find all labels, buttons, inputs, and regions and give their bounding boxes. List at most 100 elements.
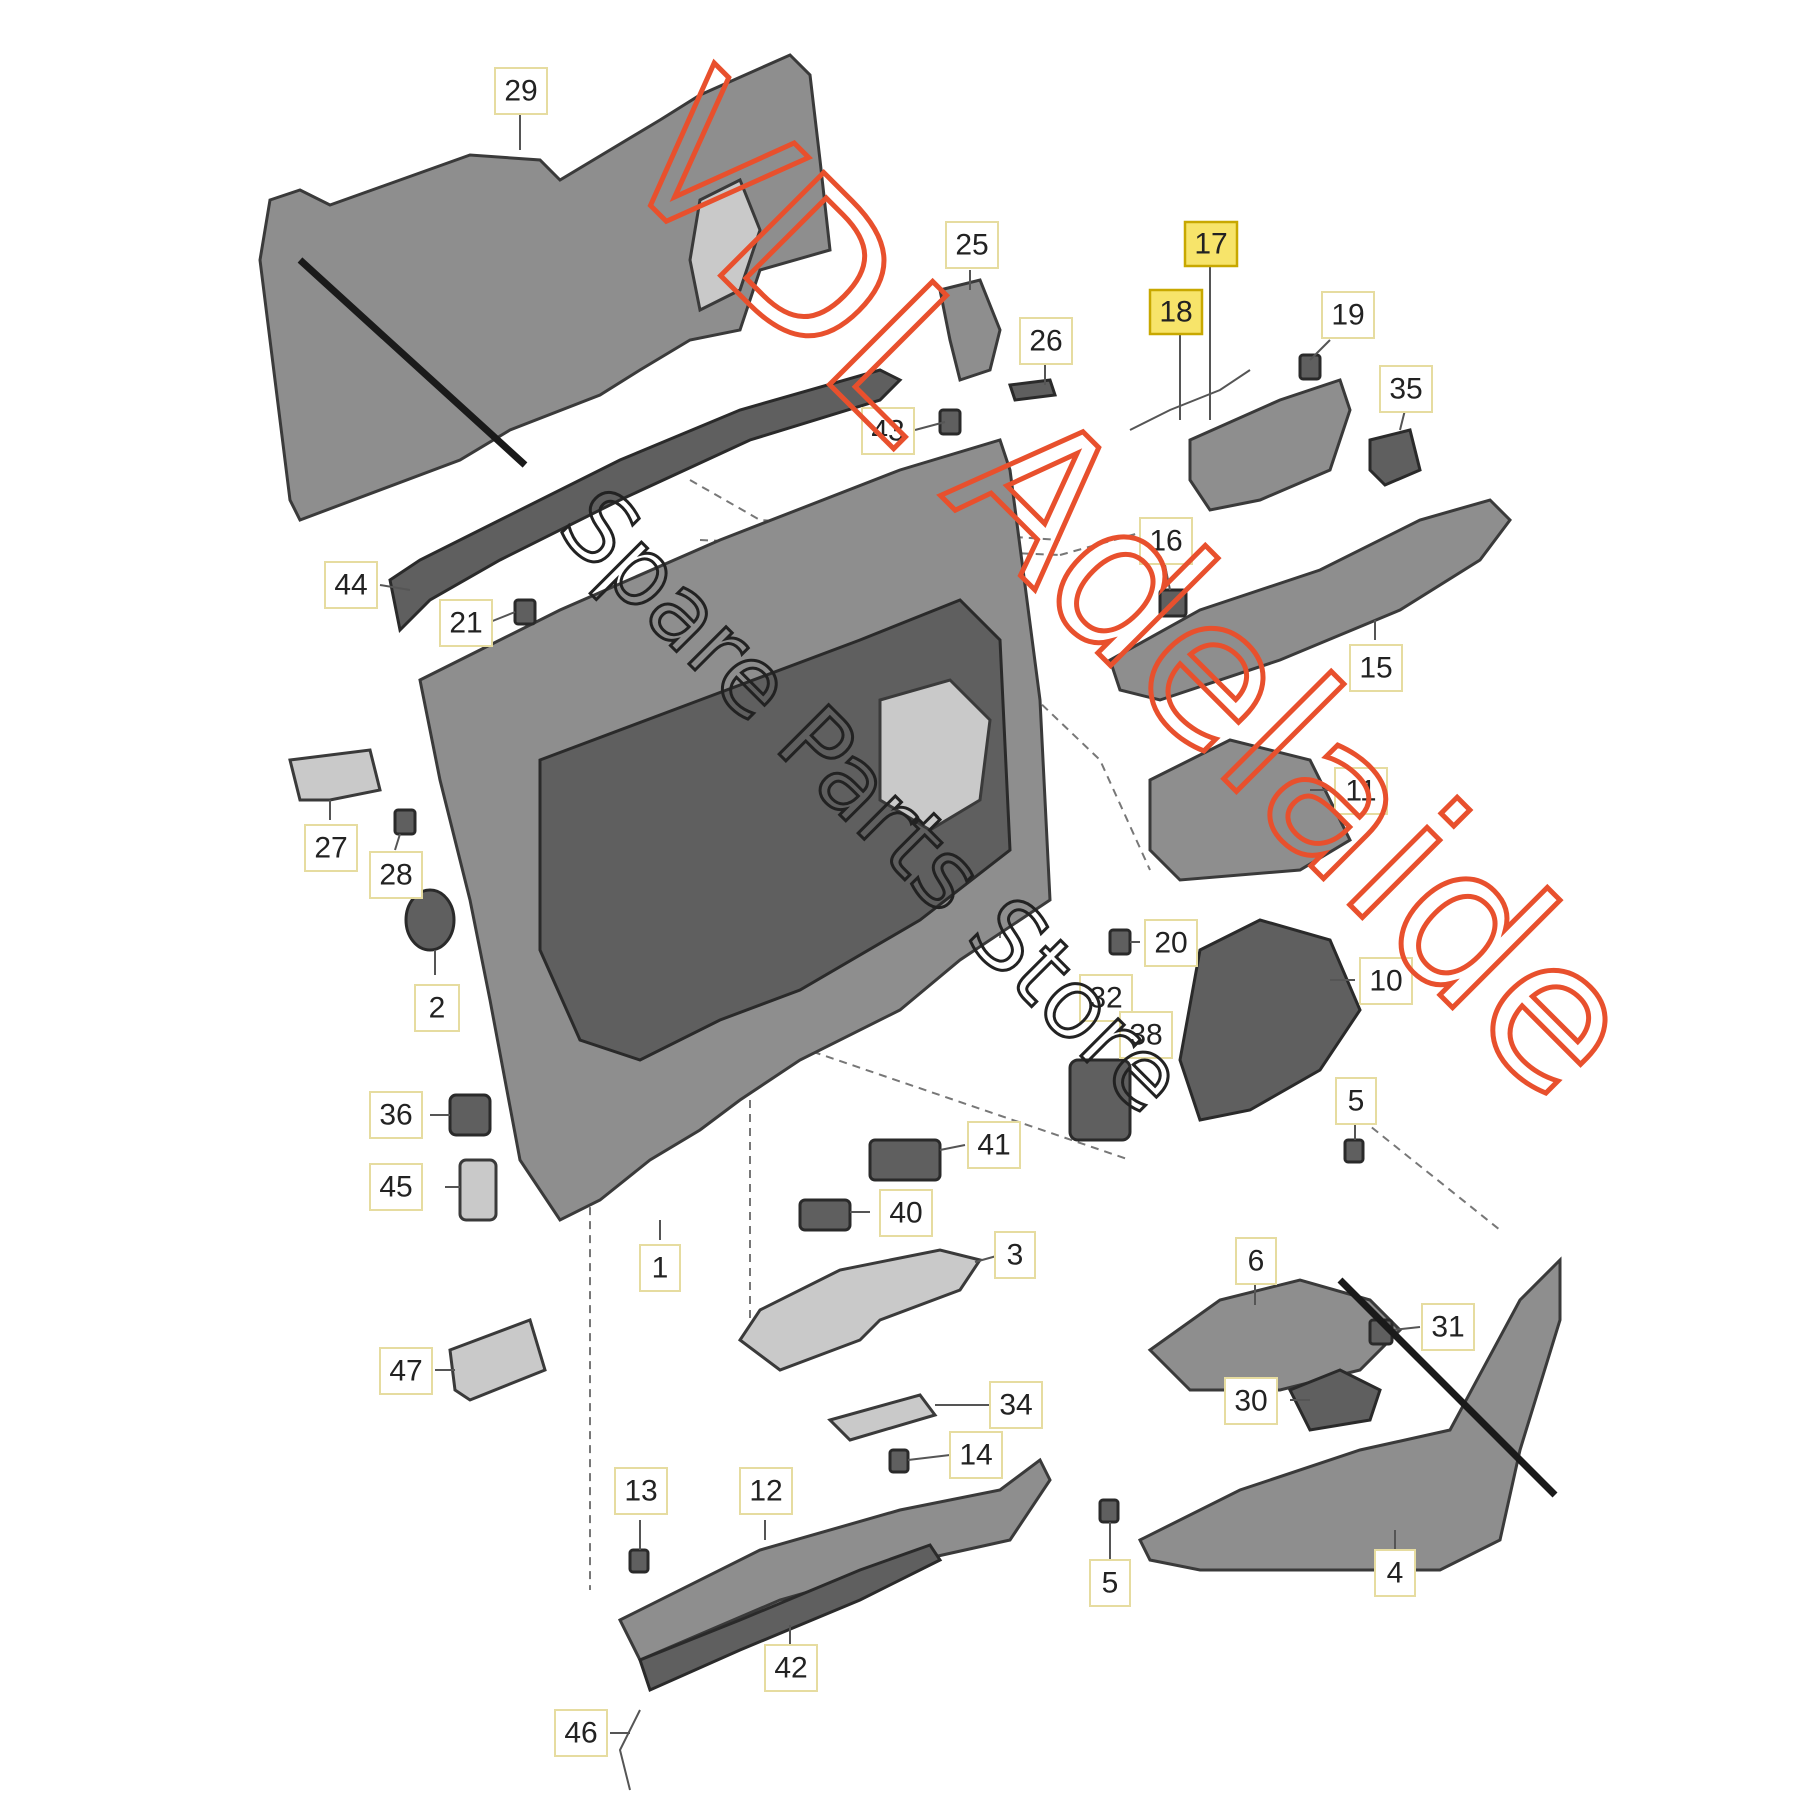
svg-text:10: 10: [1369, 965, 1402, 998]
callout-5-lower: 5: [1089, 1559, 1131, 1607]
svg-text:25: 25: [955, 229, 988, 262]
callout-47: 47: [379, 1347, 433, 1395]
callout-26: 26: [1019, 317, 1073, 365]
callout-1: 1: [639, 1244, 681, 1292]
svg-text:40: 40: [889, 1197, 922, 1230]
part-16-clip: [1158, 588, 1188, 618]
svg-text:16: 16: [1149, 525, 1182, 558]
part-47-control-module: [448, 1318, 547, 1402]
callout-35: 35: [1379, 365, 1433, 413]
callout-28: 28: [369, 851, 423, 899]
watermark-slash-top: [297, 257, 528, 468]
callout-43: 43: [861, 407, 915, 455]
svg-text:4: 4: [1387, 1557, 1404, 1590]
part-21-screw: [513, 598, 537, 626]
callout-17: 17: [1183, 220, 1239, 268]
svg-text:32: 32: [1089, 982, 1122, 1015]
callout-5-upper: 5: [1335, 1077, 1377, 1125]
svg-text:1: 1: [652, 1252, 669, 1285]
part-5-screw-upper: [1343, 1138, 1365, 1164]
speaker-cutout: [688, 177, 762, 313]
svg-text:41: 41: [977, 1129, 1010, 1162]
part-25-mirror-trim: [938, 278, 1002, 382]
svg-text:21: 21: [449, 607, 482, 640]
callout-44: 44: [324, 561, 378, 609]
callout-11: 11: [1334, 767, 1388, 815]
part-26-screw: [1007, 378, 1058, 402]
door-armrest-cutout: [878, 678, 992, 832]
callout-18: 18: [1148, 288, 1204, 336]
part-41-module: [868, 1138, 942, 1182]
callout-41: 41: [967, 1121, 1021, 1169]
callout-29: 29: [494, 67, 548, 115]
svg-text:43: 43: [871, 415, 904, 448]
part-34-trim-piece: [827, 1393, 938, 1442]
svg-text:15: 15: [1359, 652, 1392, 685]
part-30-switch-unit: [1287, 1368, 1382, 1432]
callout-14: 14: [949, 1431, 1003, 1479]
part-13-screw: [628, 1548, 650, 1574]
svg-text:35: 35: [1389, 373, 1422, 406]
part-19-screw: [1298, 353, 1322, 381]
svg-text:38: 38: [1129, 1019, 1162, 1052]
part-15-window-trim: [1108, 498, 1512, 702]
callout-2: 2: [414, 984, 460, 1032]
callout-27: 27: [304, 824, 358, 872]
callout-31: 31: [1421, 1303, 1475, 1351]
svg-text:3: 3: [1007, 1239, 1024, 1272]
svg-text:46: 46: [564, 1717, 597, 1750]
svg-text:5: 5: [1102, 1567, 1119, 1600]
part-40-connector: [798, 1198, 852, 1232]
svg-text:36: 36: [379, 1099, 412, 1132]
callout-6: 6: [1235, 1237, 1277, 1285]
part-20-screw: [1108, 928, 1132, 956]
part-6-switch-bezel: [1147, 1278, 1403, 1392]
part-4-armrest-cover: [1137, 1256, 1562, 1572]
part-43-screw: [938, 408, 962, 436]
svg-text:30: 30: [1234, 1385, 1267, 1418]
part-45-cover: [458, 1158, 498, 1222]
part-3-handle-insert: [737, 1248, 983, 1372]
svg-text:5: 5: [1348, 1085, 1365, 1118]
callout-10: 10: [1359, 957, 1413, 1005]
svg-text:47: 47: [389, 1355, 422, 1388]
callout-labels: 29 25 26 17 18 19 35 43 16 44 21 15 27 2…: [304, 67, 1475, 1757]
part-28-screw: [393, 808, 417, 836]
svg-text:6: 6: [1248, 1245, 1265, 1278]
part-12-lower-strip: [617, 1457, 1052, 1662]
part-10-speaker-grille: [1178, 918, 1362, 1122]
part-14-screw: [888, 1448, 910, 1474]
callout-25: 25: [945, 221, 999, 269]
callout-42: 42: [764, 1644, 818, 1692]
svg-text:34: 34: [999, 1389, 1032, 1422]
part-44-window-strip: [388, 368, 903, 634]
callout-30: 30: [1224, 1377, 1278, 1425]
svg-text:11: 11: [1345, 775, 1376, 808]
callout-12: 12: [739, 1467, 793, 1515]
svg-text:17: 17: [1194, 228, 1227, 261]
callout-3: 3: [994, 1231, 1036, 1279]
callout-13: 13: [614, 1467, 668, 1515]
svg-text:45: 45: [379, 1171, 412, 1204]
svg-text:19: 19: [1331, 299, 1364, 332]
svg-text:18: 18: [1159, 296, 1192, 329]
callout-45: 45: [369, 1163, 423, 1211]
part-11-triangle-trim: [1148, 738, 1352, 882]
leader-lines: [329, 110, 1421, 1734]
callout-16: 16: [1139, 517, 1193, 565]
part-46-cable: [618, 1709, 641, 1791]
part-27-bracket: [288, 748, 382, 802]
callout-15: 15: [1349, 644, 1403, 692]
callout-20: 20: [1144, 919, 1198, 967]
callout-4: 4: [1374, 1549, 1416, 1597]
part-35-switch: [1368, 428, 1422, 487]
svg-text:14: 14: [959, 1439, 992, 1472]
callout-34: 34: [989, 1381, 1043, 1429]
svg-text:26: 26: [1029, 325, 1062, 358]
watermark-slash-bottom: [1337, 1277, 1558, 1498]
callout-19: 19: [1321, 291, 1375, 339]
part-2-tweeter: [404, 888, 456, 952]
svg-text:12: 12: [749, 1475, 782, 1508]
part-32-38-switch: [1068, 1058, 1132, 1142]
